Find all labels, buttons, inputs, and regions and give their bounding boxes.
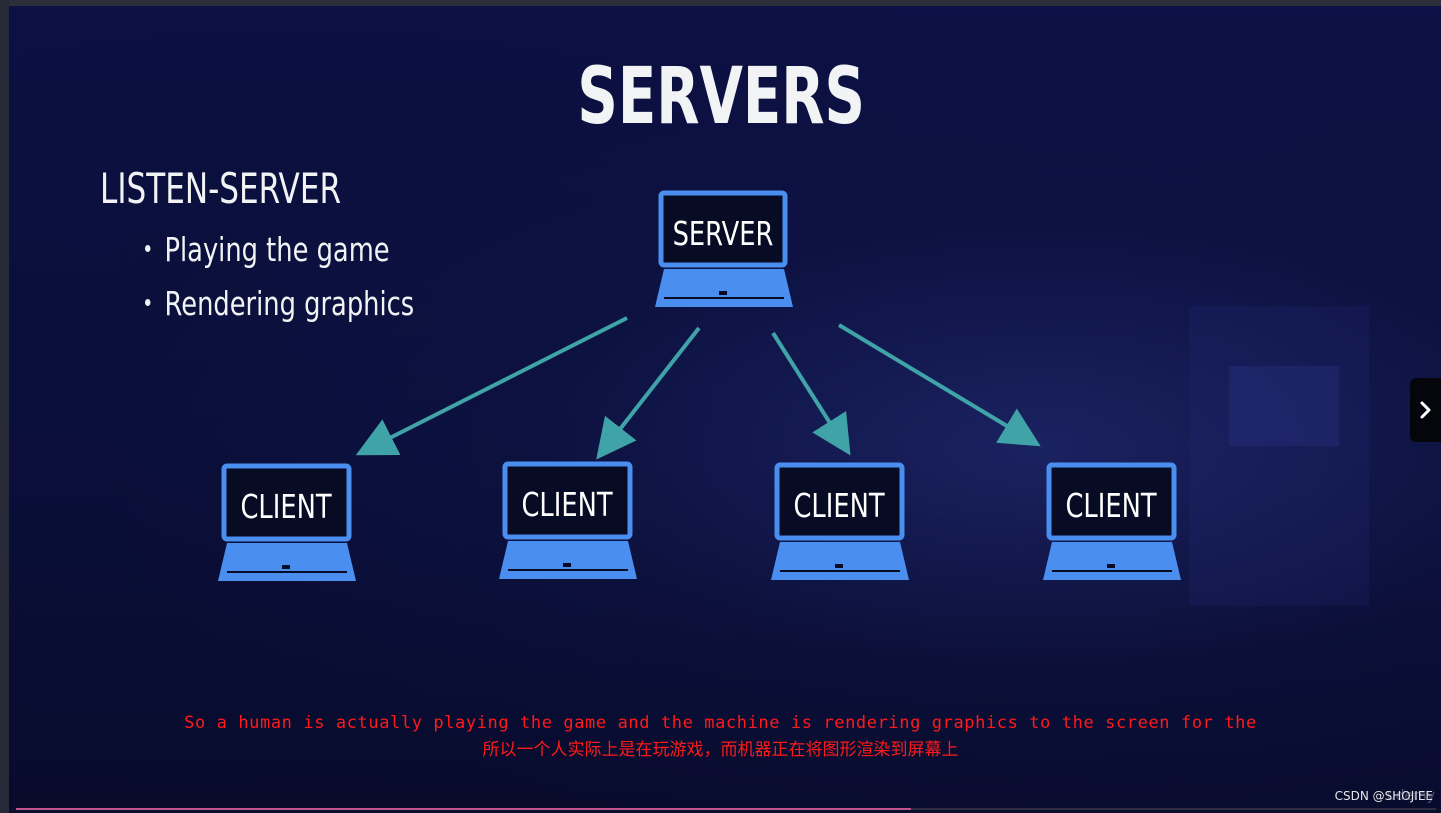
bullet-list: Playing the game Rendering graphics xyxy=(145,230,490,338)
subtitle-english: So a human is actually playing the game … xyxy=(184,713,1257,733)
slide-title: SERVERS xyxy=(577,52,865,142)
brand-watermark: udemy xyxy=(1386,788,1435,804)
client-label: CLIENT xyxy=(521,486,613,524)
subtitle-chinese: 所以一个人实际上是在玩游戏，而机器正在将图形渲染到屏幕上 xyxy=(482,740,959,760)
connection-arrows xyxy=(355,316,1041,460)
arrow-to-client-1 xyxy=(355,316,628,456)
server-label: SERVER xyxy=(673,215,774,253)
video-progress-bar[interactable] xyxy=(16,808,1436,810)
next-slide-button[interactable] xyxy=(1410,378,1441,442)
background-shape xyxy=(1189,306,1369,606)
chevron-right-icon xyxy=(1420,401,1430,419)
bullet-text: Playing the game xyxy=(164,230,390,269)
bullet-text: Rendering graphics xyxy=(164,284,415,323)
client-laptop-icon: CLIENT xyxy=(218,463,356,581)
video-progress-fill xyxy=(16,808,911,810)
client-label: CLIENT xyxy=(1065,487,1157,525)
bullet-item: Rendering graphics xyxy=(145,284,414,338)
arrow-to-client-3 xyxy=(771,331,851,456)
window-top-border xyxy=(0,0,1441,6)
bullet-icon xyxy=(145,245,151,252)
slide-canvas xyxy=(9,6,1441,808)
csdn-watermark: CSDN @SHOJIEE xyxy=(1334,789,1433,803)
client-laptop-icon: CLIENT xyxy=(771,462,909,580)
background-shape xyxy=(1229,366,1339,446)
server-laptop-icon: SERVER xyxy=(655,190,793,307)
arrow-to-client-4 xyxy=(837,323,1041,447)
client-label: CLIENT xyxy=(793,487,885,525)
client-label: CLIENT xyxy=(240,488,332,526)
section-heading: LISTEN-SERVER xyxy=(100,164,342,213)
bullet-icon xyxy=(145,299,151,306)
arrow-to-client-2 xyxy=(596,326,701,460)
client-laptop-icon: CLIENT xyxy=(499,461,637,579)
bullet-item: Playing the game xyxy=(145,230,414,284)
window-left-border xyxy=(0,0,9,813)
client-laptop-icon: CLIENT xyxy=(1043,462,1181,580)
